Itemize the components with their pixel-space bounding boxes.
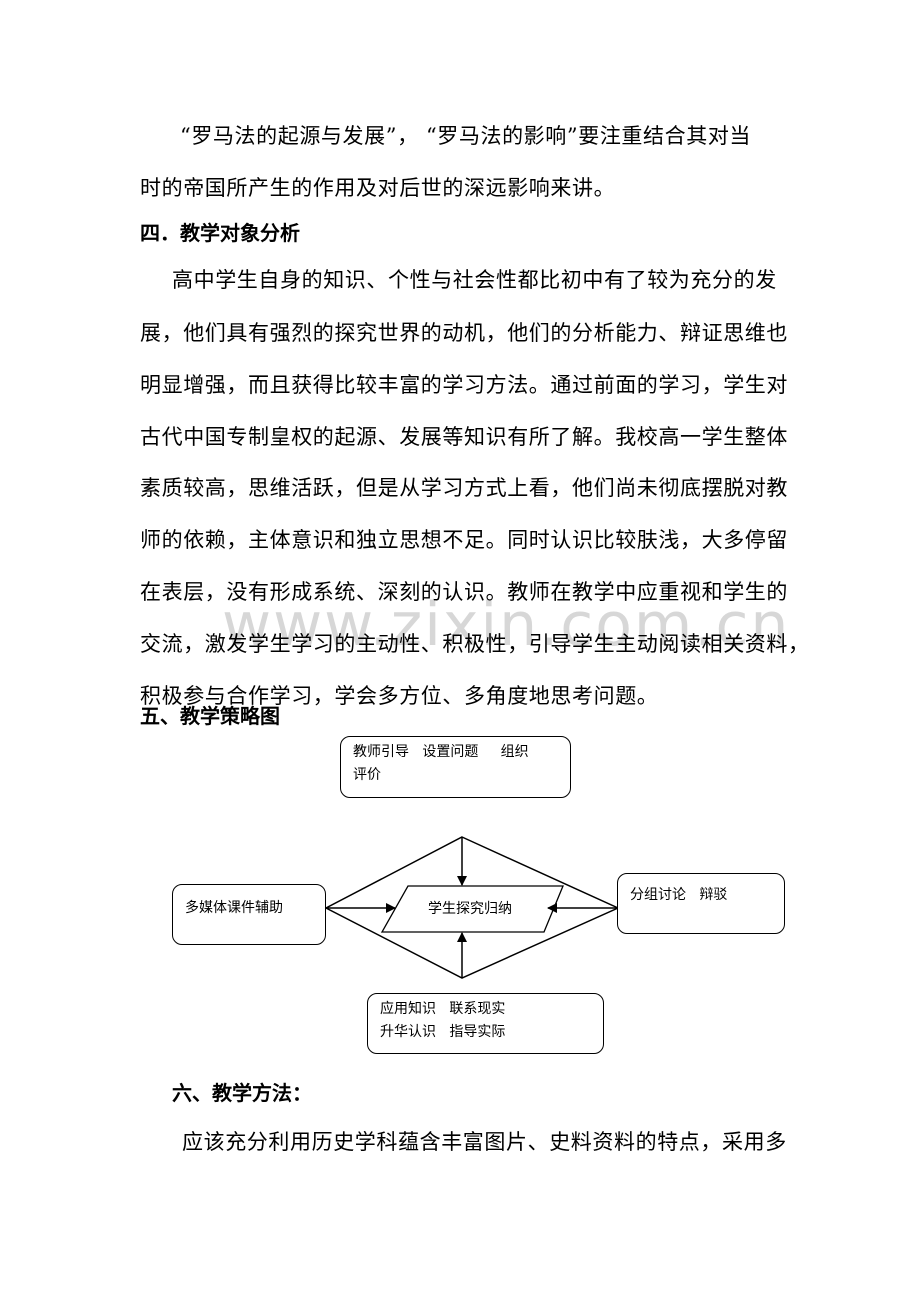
box-text: 应用知识 联系现实 [380, 1001, 506, 1017]
center-parallelogram [380, 885, 564, 933]
center-label: 学生探究归纳 [428, 901, 512, 917]
box-text: 评价 [353, 767, 381, 783]
section-heading-4: 四．教学对象分析 [140, 221, 300, 245]
box-text: 教师引导 设置问题 组织 [353, 744, 529, 760]
box-text: 升华认识 指导实际 [380, 1024, 506, 1040]
paragraph-line: 时的帝国所产生的作用及对后世的深远影响来讲。 [140, 176, 616, 200]
paragraph-line: 应该充分利用历史学科蕴含丰富图片、史料资料的特点，采用多 [182, 1130, 787, 1154]
paragraph-line: 古代中国专制皇权的起源、发展等知识有所了解。我校高一学生整体 [140, 425, 788, 449]
paragraph-line: 交流，激发学生学习的主动性、积极性，引导学生主动阅读相关资料， [140, 632, 810, 656]
watermark: www.zixin.com.cn [222, 590, 791, 660]
section-heading-5: 五、教学策略图 [140, 704, 280, 728]
paragraph-line: 师的依赖，主体意识和独立思想不足。同时认识比较肤浅，大多停留 [140, 528, 788, 552]
right-box: 分组讨论 辩驳 [617, 873, 785, 934]
box-text: 分组讨论 辩驳 [630, 887, 728, 903]
top-box: 教师引导 设置问题 组织 评价 [340, 736, 571, 798]
box-text: 多媒体课件辅助 [185, 900, 283, 916]
paragraph-line: 高中学生自身的知识、个性与社会性都比初中有了较为充分的发 [172, 268, 777, 292]
left-box: 多媒体课件辅助 [172, 884, 326, 945]
paragraph-line: 在表层，没有形成系统、深刻的认识。教师在教学中应重视和学生的 [140, 580, 788, 604]
section-heading-6: 六、教学方法： [172, 1081, 312, 1105]
paragraph-line: 展，他们具有强烈的探究世界的动机，他们的分析能力、辩证思维也 [140, 321, 788, 345]
paragraph-line: 素质较高，思维活跃，但是从学习方式上看，他们尚未彻底摆脱对教 [140, 476, 788, 500]
paragraph-line: 积极参与合作学习，学会多方位、多角度地思考问题。 [140, 684, 659, 708]
bottom-box: 应用知识 联系现实 升华认识 指导实际 [367, 993, 604, 1054]
paragraph-line: 明显增强，而且获得比较丰富的学习方法。通过前面的学习，学生对 [140, 373, 788, 397]
paragraph-line: “罗马法的起源与发展”， “罗马法的影响”要注重结合其对当 [180, 124, 752, 148]
